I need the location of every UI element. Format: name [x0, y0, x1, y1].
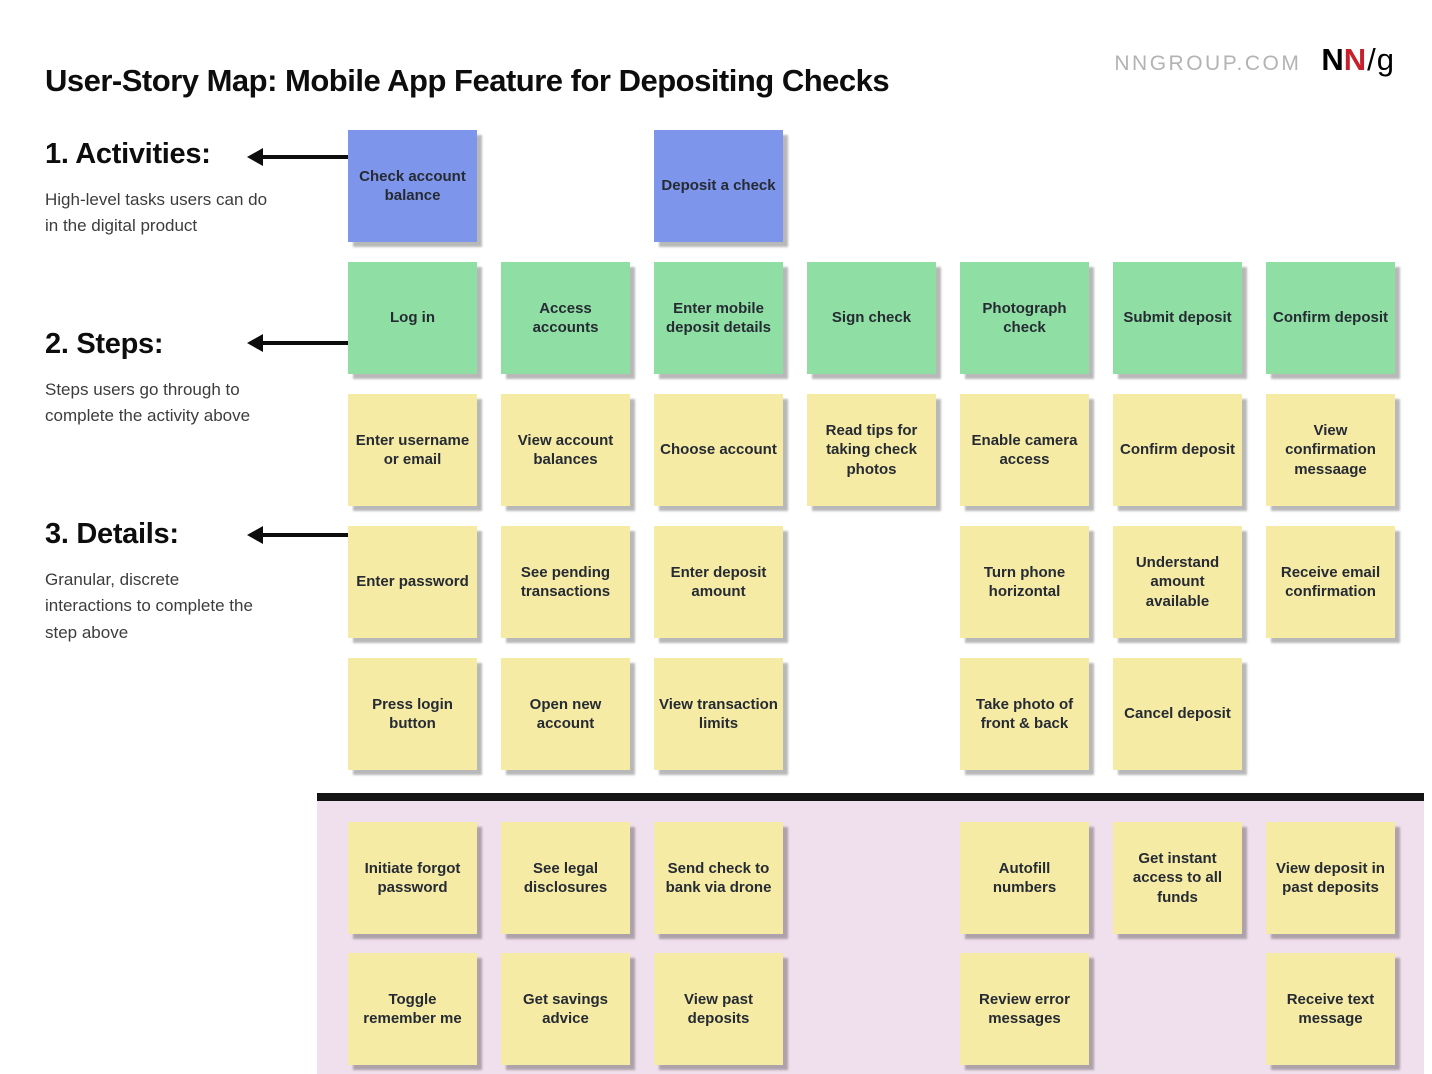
note-read-tips-for-taking-check-photos: Read tips for taking check photos — [807, 394, 936, 506]
note-understand-amount-available: Understand amount available — [1113, 526, 1242, 638]
site-name: NNGROUP.COM — [1114, 52, 1302, 75]
logo-slash: / — [1367, 42, 1376, 77]
note-see-legal-disclosures: See legal disclosures — [501, 822, 630, 934]
note-receive-email-confirmation: Receive email confirmation — [1266, 526, 1395, 638]
note-check-account-balance: Check account balance — [348, 130, 477, 242]
empty-cell — [807, 953, 936, 1065]
steps-arrow — [247, 334, 348, 352]
empty-cell — [960, 130, 1089, 242]
note-cancel-deposit: Cancel deposit — [1113, 658, 1242, 770]
note-see-pending-transactions: See pending transactions — [501, 526, 630, 638]
empty-cell — [1113, 953, 1242, 1065]
empty-cell — [807, 822, 936, 934]
note-sign-check: Sign check — [807, 262, 936, 374]
legend-details-description: Granular, discrete interactions to compl… — [45, 570, 253, 642]
note-log-in: Log in — [348, 262, 477, 374]
note-open-new-account: Open new account — [501, 658, 630, 770]
empty-cell — [807, 526, 936, 638]
note-enter-password: Enter password — [348, 526, 477, 638]
empty-cell — [807, 658, 936, 770]
note-receive-text-message: Receive text message — [1266, 953, 1395, 1065]
logo-letter-n2: N — [1343, 42, 1367, 77]
note-submit-deposit: Submit deposit — [1113, 262, 1242, 374]
nng-logo: NN/g — [1321, 42, 1394, 78]
legend-steps: 2. Steps: Steps users go through to comp… — [45, 328, 295, 430]
legend-steps-description: Steps users go through to complete the a… — [45, 380, 251, 426]
note-confirm-deposit: Confirm deposit — [1113, 394, 1242, 506]
page-title: User-Story Map: Mobile App Feature for D… — [45, 62, 890, 98]
empty-cell — [807, 130, 936, 242]
note-review-error-messages: Review error messages — [960, 953, 1089, 1065]
note-press-login-button: Press login button — [348, 658, 477, 770]
note-send-check-to-bank-via-drone: Send check to bank via drone — [654, 822, 783, 934]
legend-details: 3. Details: Granular, discrete interacti… — [45, 518, 295, 646]
note-get-instant-access-to-all-funds: Get instant access to all funds — [1113, 822, 1242, 934]
logo-letter-g: g — [1376, 42, 1394, 77]
note-enter-deposit-amount: Enter deposit amount — [654, 526, 783, 638]
legend-activities: 1. Activities: High-level tasks users ca… — [45, 138, 295, 240]
note-choose-account: Choose account — [654, 394, 783, 506]
empty-cell — [1266, 130, 1395, 242]
note-enter-username-or-email: Enter username or email — [348, 394, 477, 506]
note-enable-camera-access: Enable camera access — [960, 394, 1089, 506]
legend-activities-description: High-level tasks users can do in the dig… — [45, 190, 268, 236]
cut-line-divider — [317, 793, 1424, 801]
note-get-savings-advice: Get savings advice — [501, 953, 630, 1065]
legend-steps-heading: 2. Steps: — [45, 328, 164, 360]
note-take-photo-of-front-back: Take photo of front & back — [960, 658, 1089, 770]
legend-details-heading: 3. Details: — [45, 518, 179, 550]
activities-arrow — [247, 148, 348, 166]
brand-area: NNGROUP.COM NN/g — [1114, 42, 1394, 78]
details-arrow — [247, 526, 348, 544]
note-photograph-check: Photograph check — [960, 262, 1089, 374]
note-deposit-a-check: Deposit a check — [654, 130, 783, 242]
note-view-confirmation-messaage: View confirmation messaage — [1266, 394, 1395, 506]
note-initiate-forgot-password: Initiate forgot password — [348, 822, 477, 934]
note-view-transaction-limits: View transaction limits — [654, 658, 783, 770]
empty-cell — [1113, 130, 1242, 242]
note-toggle-remember-me: Toggle remember me — [348, 953, 477, 1065]
note-confirm-deposit: Confirm deposit — [1266, 262, 1395, 374]
logo-letter-n1: N — [1321, 42, 1344, 77]
note-access-accounts: Access accounts — [501, 262, 630, 374]
note-view-past-deposits: View past deposits — [654, 953, 783, 1065]
note-view-deposit-in-past-deposits: View deposit in past deposits — [1266, 822, 1395, 934]
note-turn-phone-horizontal: Turn phone horizontal — [960, 526, 1089, 638]
note-view-account-balances: View account balances — [501, 394, 630, 506]
legend-activities-heading: 1. Activities: — [45, 138, 211, 170]
note-autofill-numbers: Autofill numbers — [960, 822, 1089, 934]
note-enter-mobile-deposit-details: Enter mobile deposit details — [654, 262, 783, 374]
empty-cell — [1266, 658, 1395, 770]
empty-cell — [501, 130, 630, 242]
